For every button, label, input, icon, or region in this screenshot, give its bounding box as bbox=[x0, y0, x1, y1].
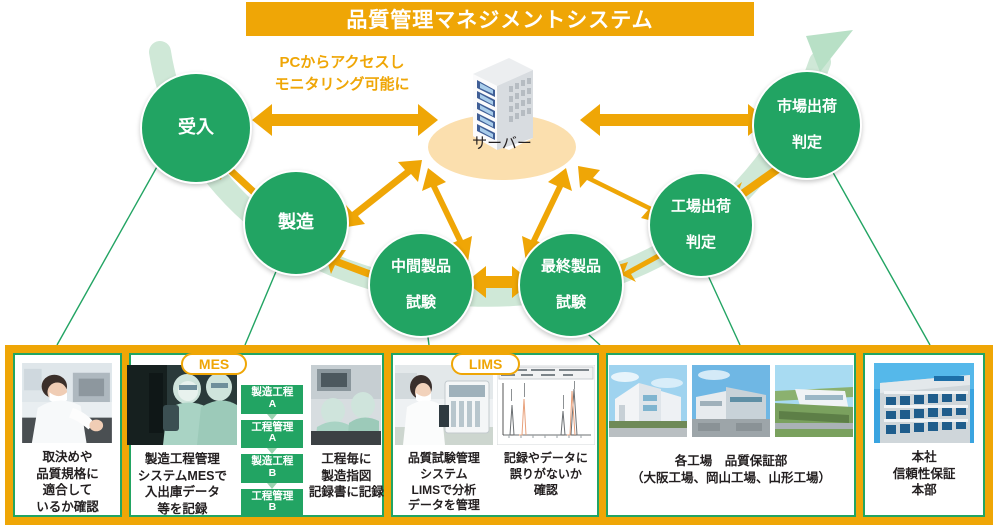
panel-receiving[interactable]: 取決めや品質規格に適合しているか確認 bbox=[13, 353, 122, 517]
panel-headquarters[interactable]: 本社信頼性保証本部 bbox=[863, 353, 985, 517]
flow-node-receiving-label: 受入 bbox=[178, 117, 214, 138]
server-hub-label: サーバー bbox=[472, 135, 532, 152]
lab-technician-photo bbox=[22, 363, 113, 443]
panel-headquarters-caption: 本社信頼性保証本部 bbox=[892, 450, 956, 497]
panel-factories-caption: 各工場 品質保証部（大阪工場、岡山工場、山形工場） bbox=[630, 454, 831, 485]
flow-node-factory-shipment[interactable]: 工場出荷 判定 bbox=[648, 172, 754, 278]
cleanroom-terminal-photo bbox=[311, 365, 382, 445]
headquarters-building-photo bbox=[874, 363, 975, 443]
panel-mes[interactable]: MES bbox=[127, 353, 384, 517]
flow-node-market-shipment[interactable]: 市場出荷 判定 bbox=[752, 70, 862, 180]
panel-factories[interactable]: 各工場 品質保証部（大阪工場、岡山工場、山形工場） bbox=[605, 353, 857, 517]
flow-node-final-test-label: 最終製品 試験 bbox=[540, 258, 601, 311]
factory-osaka-photo bbox=[609, 365, 687, 437]
pc-access-note: PCからアクセスし モニタリング可能に bbox=[252, 52, 432, 96]
factory-yamagata-photo bbox=[775, 365, 853, 437]
flow-node-intermediate-test-label: 中間製品 試験 bbox=[390, 258, 451, 311]
server-hub[interactable]: サーバー bbox=[428, 52, 576, 182]
flow-node-manufacturing-label: 製造 bbox=[278, 212, 314, 233]
panel-mes-caption-left: 製造工程管理システムMESで入出庫データ等を記録 bbox=[137, 452, 228, 516]
mes-arrow-1-icon bbox=[267, 413, 278, 420]
pc-access-note-line1: PCからアクセスし bbox=[279, 54, 405, 71]
flow-node-receiving[interactable]: 受入 bbox=[140, 72, 252, 184]
chromatogram-chart bbox=[496, 365, 595, 445]
mes-tag: MES bbox=[180, 353, 248, 375]
panel-mes-caption-right: 工程毎に製造指図記録書に記録 bbox=[308, 452, 384, 499]
cleanroom-operators-photo bbox=[127, 365, 238, 445]
detail-panel-strip: 取決めや品質規格に適合しているか確認 MES bbox=[5, 345, 993, 525]
page-title: 品質管理マネジメントシステム bbox=[246, 2, 754, 36]
panel-receiving-caption: 取決めや品質規格に適合しているか確認 bbox=[36, 450, 99, 514]
lims-tag: LIMS bbox=[450, 353, 521, 375]
panel-lims[interactable]: LIMS bbox=[390, 353, 599, 517]
flow-node-manufacturing[interactable]: 製造 bbox=[243, 170, 349, 276]
flow-node-factory-shipment-label: 工場出荷 判定 bbox=[670, 198, 731, 251]
mes-arrow-3-icon bbox=[267, 482, 278, 489]
flow-node-intermediate-test[interactable]: 中間製品 試験 bbox=[368, 232, 474, 338]
panel-lims-caption-right: 記録やデータに誤りがないか確認 bbox=[503, 451, 588, 497]
factory-okayama-photo bbox=[692, 365, 770, 437]
analyst-instrument-photo bbox=[394, 365, 493, 445]
server-rack-icon bbox=[473, 58, 533, 150]
flow-node-market-shipment-label: 市場出荷 判定 bbox=[776, 98, 837, 151]
flow-node-final-test[interactable]: 最終製品 試験 bbox=[518, 232, 624, 338]
mes-arrow-2-icon bbox=[267, 448, 278, 454]
page-title-text: 品質管理マネジメントシステム bbox=[346, 9, 654, 32]
pc-access-note-line2: モニタリング可能に bbox=[274, 75, 410, 93]
